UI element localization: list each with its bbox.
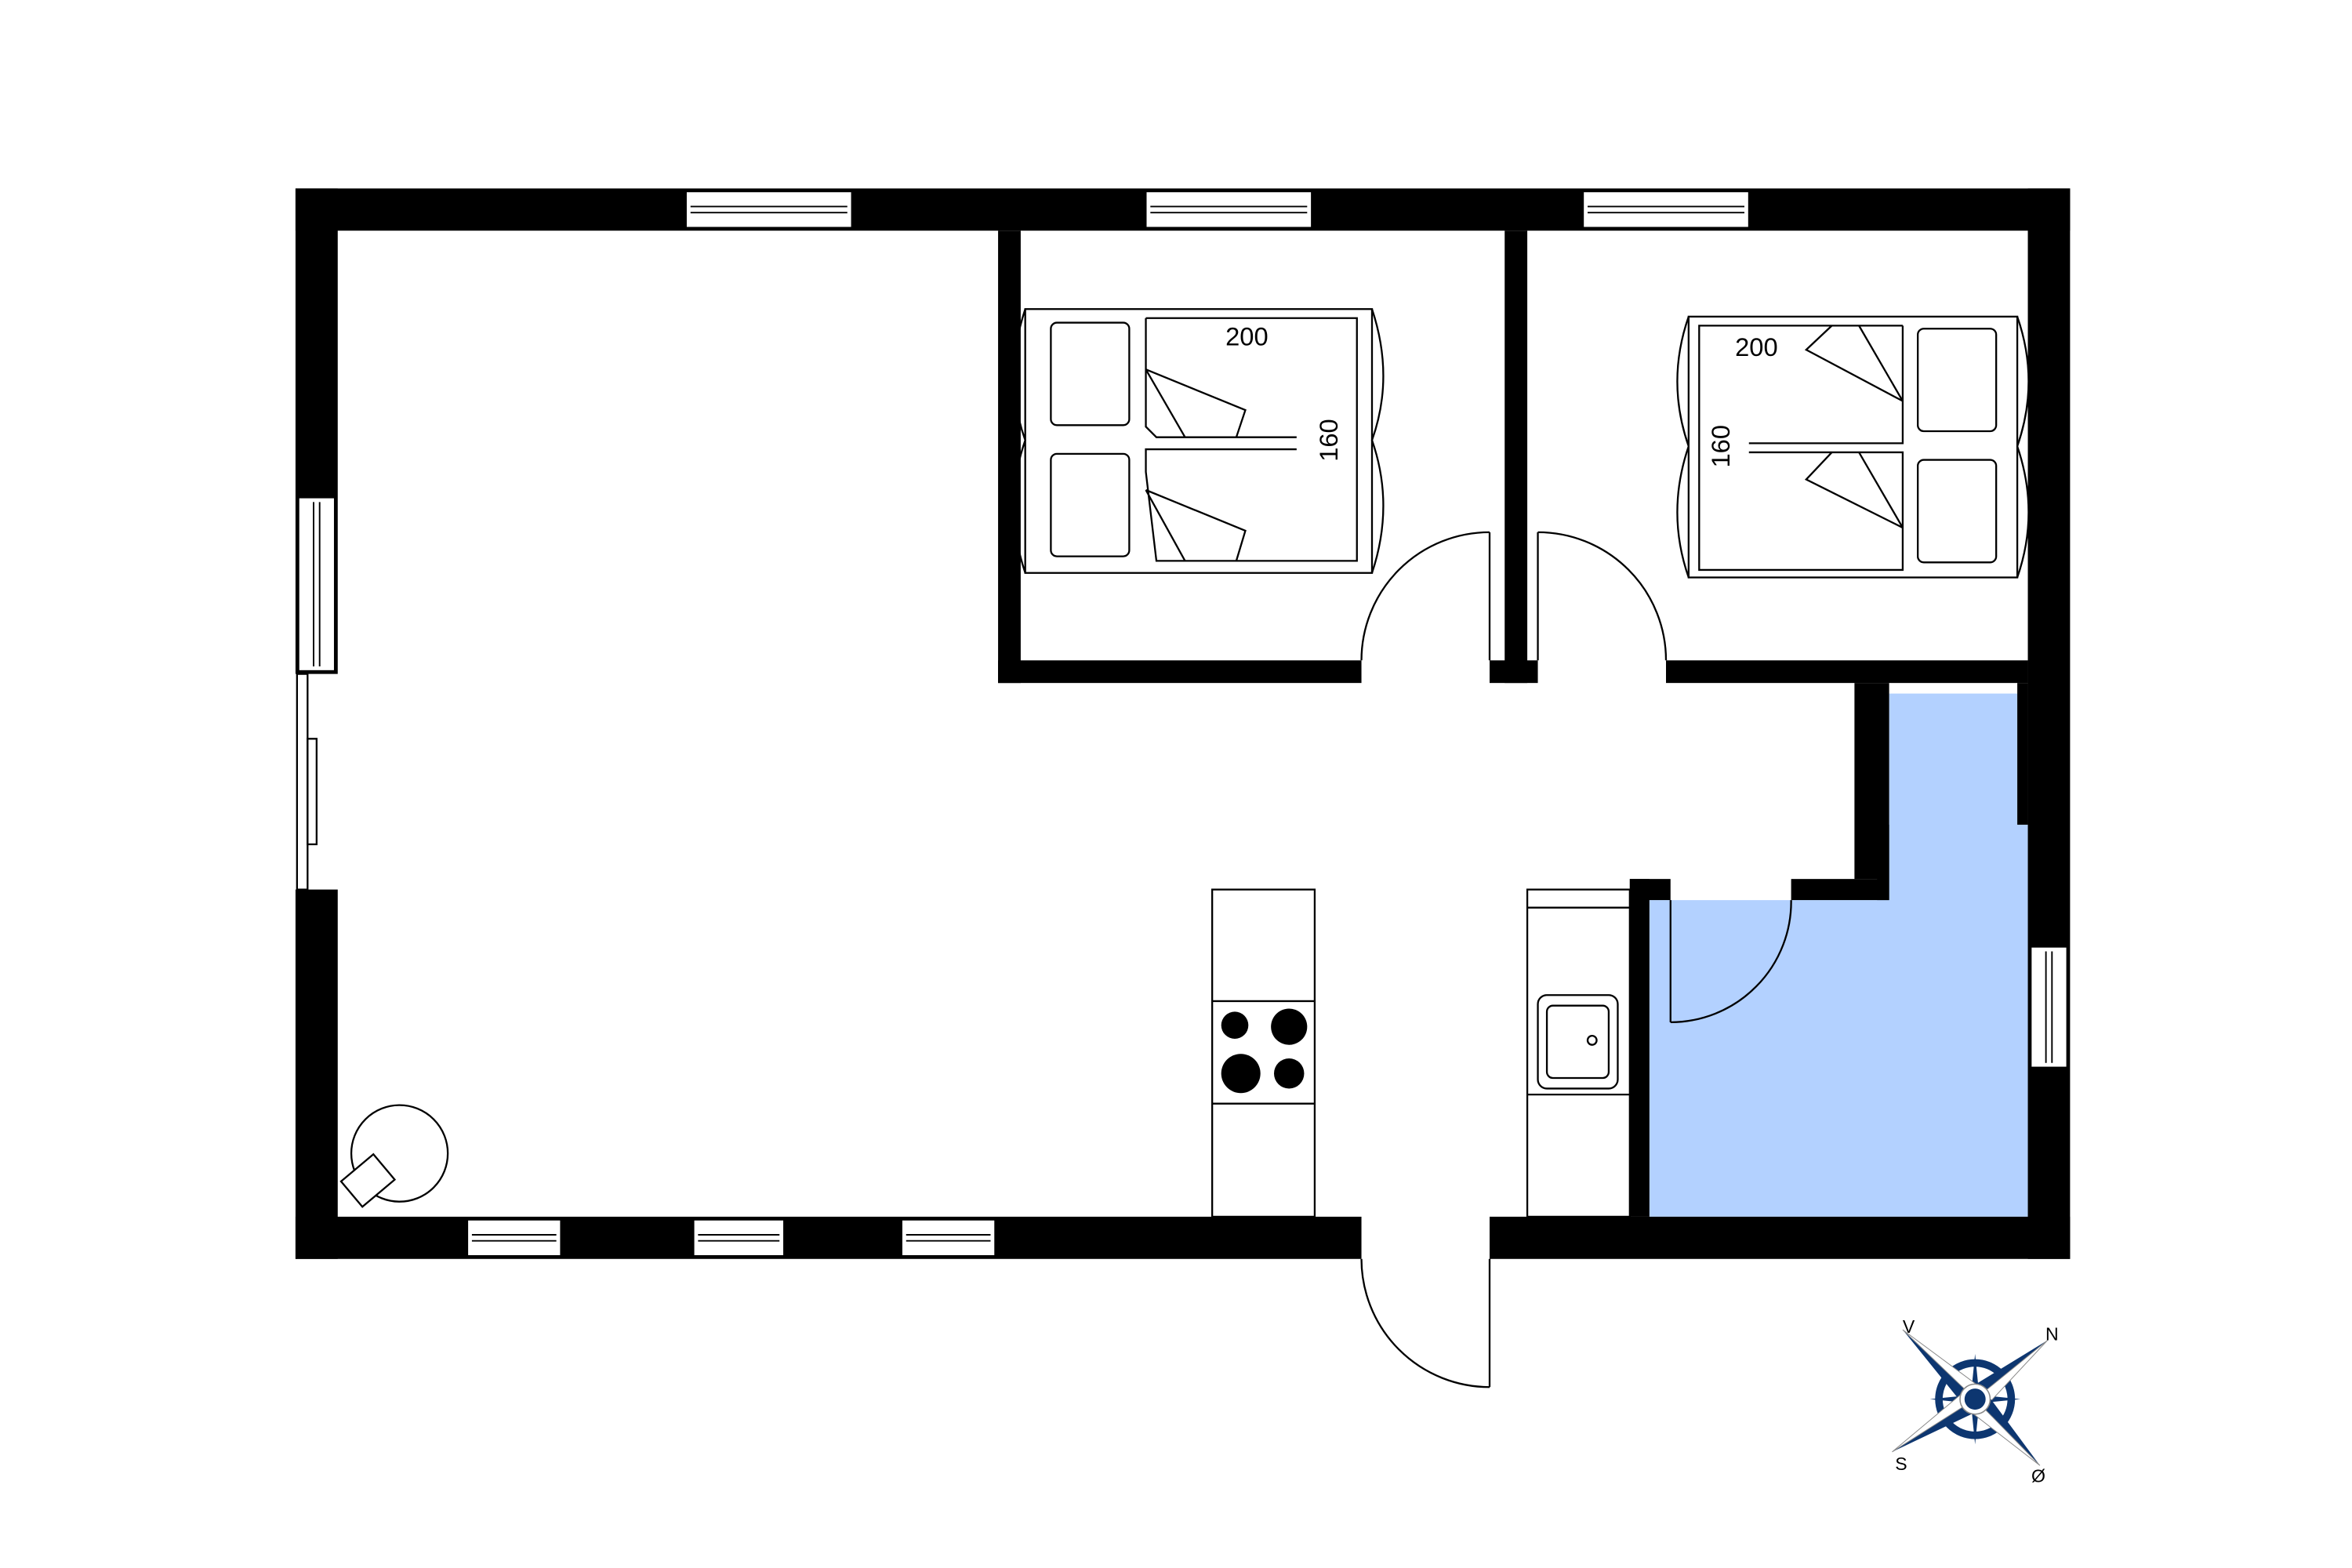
doors <box>296 531 1792 1388</box>
compass-rose-icon <box>1892 1329 2048 1466</box>
window <box>466 1218 562 1257</box>
entrance-door <box>1360 1258 1491 1388</box>
compass-south-label: S <box>1895 1454 1907 1474</box>
bathroom-area <box>1649 693 2028 1217</box>
bedroom-2-door <box>1537 531 1668 661</box>
compass-west-label: V <box>1903 1316 1915 1337</box>
bed-1-width-label: 160 <box>1314 419 1343 462</box>
bathroom-door <box>1669 900 1792 1023</box>
window <box>297 496 336 672</box>
stove-burners-icon <box>1221 1008 1308 1094</box>
walls <box>295 188 2071 1259</box>
bedroom-1-door <box>1360 531 1491 661</box>
window <box>901 1218 996 1257</box>
compass-north-label: N <box>2045 1324 2059 1345</box>
bed-2-width-label: 160 <box>1706 425 1735 468</box>
bed-1-length-label: 200 <box>1225 321 1269 350</box>
sliding-door <box>296 673 318 891</box>
wood-stove-icon <box>339 1104 449 1208</box>
double-bed-2 <box>1676 315 2030 579</box>
double-bed-1 <box>1013 308 1385 574</box>
bed-2-length-label: 200 <box>1735 332 1778 361</box>
kitchen-counter-sink <box>1526 888 1631 1218</box>
window <box>1582 191 1750 229</box>
window <box>685 191 853 229</box>
window <box>1145 191 1313 229</box>
window <box>692 1218 785 1257</box>
window <box>2030 946 2068 1069</box>
kitchen-counter-stove <box>1211 888 1316 1218</box>
compass-east-label: Ø <box>2031 1465 2045 1486</box>
windows <box>297 191 2068 1257</box>
